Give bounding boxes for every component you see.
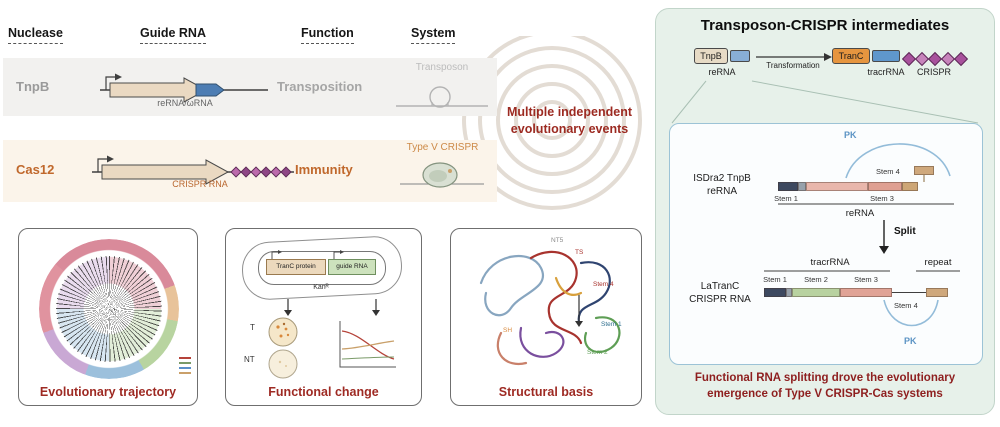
pk-top-label: PK [844, 130, 857, 140]
dish-t-label: T [250, 323, 255, 332]
rna1-stem4-box [914, 166, 934, 175]
rna2-name-line1: LaTranC [700, 281, 740, 292]
split-label: Split [894, 226, 916, 237]
structure-label-nt5: NT5 [551, 237, 564, 244]
cas12-gene-diagram [92, 155, 294, 185]
structure-label-ts: TS [575, 249, 584, 256]
rerna-bracket-label: reRNA [845, 208, 875, 219]
pathway-tracrrna-box [872, 50, 900, 62]
rna1-name: ISDra2 TnpB reRNA [674, 172, 770, 198]
repeat-label: repeat [924, 257, 952, 268]
transposon-crispr-panel: Transposon-CRISPR intermediates TnpB reR… [655, 8, 995, 415]
zoom-connector-lines [671, 80, 979, 124]
transposon-label: Transposon [415, 62, 469, 73]
kan-resistance-label: Kanᴿ [313, 284, 329, 291]
pathway-tracrrna-label: tracrRNA [867, 67, 905, 77]
rna2-seg-stem2 [792, 288, 840, 297]
rna1-seg-tail [902, 182, 918, 191]
plasmid-outline [258, 251, 386, 285]
transformation-arrow [756, 53, 832, 61]
rna-splitting-box: PK ISDra2 TnpB reRNA Stem 1 Stem 3 Stem … [669, 123, 983, 365]
tree-legend [179, 357, 191, 377]
structure-label-stem2: Stem 2 [587, 349, 608, 356]
guide-rna-box: guide RNA [328, 259, 376, 275]
card1-caption: Evolutionary trajectory [39, 385, 177, 399]
rna2-name-line2: CRISPR RNA [689, 294, 751, 305]
panel-title: Transposon-CRISPR intermediates [700, 17, 950, 34]
panel-caption-line1: Functional RNA splitting drove the evolu… [694, 372, 956, 384]
rna1-seg-stem2 [806, 182, 868, 191]
pathway-rerna-box [730, 50, 750, 62]
downward-arrows [284, 299, 380, 316]
rna2-stem1-label: Stem 1 [763, 275, 787, 284]
petri-dish-nt [268, 349, 298, 379]
rna2-name: LaTranC CRISPR RNA [672, 280, 768, 306]
rna1-name-line2: reRNA [706, 186, 737, 197]
rerna-wrna-label: reRNA/ωRNA [157, 98, 213, 108]
structure-label-stem4: Stem 4 [593, 281, 614, 288]
phylogenetic-tree-graphic [39, 239, 179, 379]
protein-structure-graphic [479, 250, 621, 366]
rna2-stem2-label: Stem 2 [804, 275, 828, 284]
transformation-label: Transformation [766, 61, 820, 70]
card-evolutionary-trajectory: Evolutionary trajectory [18, 228, 198, 406]
pathway-tranc-box: TranC [832, 48, 870, 64]
type-v-crispr-icon [400, 162, 484, 188]
card2-caption: Functional change [268, 385, 379, 399]
card-functional-change: TranC protein guide RNA Kanᴿ T NT Functi… [225, 228, 422, 406]
pathway-tnpb-box: TnpB [694, 48, 728, 64]
panel-caption: Functional RNA splitting drove the evolu… [656, 371, 994, 402]
structure-label-sh: SH [503, 327, 513, 334]
evolutionary-events-note: Multiple independent evolutionary events [487, 104, 652, 138]
transposon-icon [396, 86, 488, 108]
promoter-arrows [271, 250, 344, 259]
tree-outer-ring [39, 239, 179, 379]
card3-caption: Structural basis [498, 385, 594, 399]
note-line-1: Multiple independent [507, 105, 632, 119]
cas12-label: Cas12 [16, 162, 55, 177]
structure-label-stem1: Stem 1 [601, 321, 622, 328]
dish-nt-label: NT [244, 355, 255, 364]
rna2-stem4-label: Stem 4 [894, 301, 918, 310]
rna2-seg-stem1 [764, 288, 786, 297]
tnpb-label: TnpB [16, 79, 50, 94]
rna1-stem3-label: Stem 3 [870, 194, 894, 203]
ripple-graphic [462, 36, 642, 210]
rna2-seg-linker [786, 288, 792, 297]
rna-diagram-lines [764, 143, 960, 327]
header-guide-rna: Guide RNA [140, 26, 206, 44]
rna1-seg-linker [798, 182, 806, 191]
rna2-repeat-box [926, 288, 948, 297]
growth-curve-graph [339, 321, 396, 368]
pathway-crispr-label: CRISPR [916, 67, 951, 77]
header-function: Function [301, 26, 354, 44]
immunity-label: Immunity [295, 162, 353, 177]
type-v-crispr-label: Type V CRISPR [406, 142, 479, 153]
rna2-seg-stem3 [840, 288, 892, 297]
transposition-label: Transposition [277, 79, 363, 94]
card-structural-basis: NT5 TS Stem 4 Stem 1 Stem 2 SH Structura… [450, 228, 642, 406]
tranc-protein-box: TranC protein [266, 259, 326, 275]
rna1-stem1-label: Stem 1 [774, 194, 798, 203]
pathway-rerna-label: reRNA [708, 67, 736, 77]
crispr-rna-label: CRISPR RNA [172, 179, 228, 189]
panel-caption-line2: emergence of Type V CRISPR-Cas systems [707, 387, 943, 400]
pk-bottom-label: PK [904, 336, 917, 346]
note-line-2: evolutionary events [510, 122, 629, 136]
rna1-name-line1: ISDra2 TnpB [693, 173, 751, 184]
tracrrna-label: tracrRNA [810, 257, 850, 268]
header-system: System [411, 26, 456, 44]
header-nuclease: Nuclease [8, 26, 63, 44]
rna1-seg-stem3 [868, 182, 902, 191]
rna1-stem4-label: Stem 4 [876, 167, 900, 176]
tnpb-gene-diagram [100, 73, 268, 103]
rna2-stem3-label: Stem 3 [854, 275, 878, 284]
rna1-seg-stem1 [778, 182, 798, 191]
petri-dish-t [268, 317, 298, 347]
